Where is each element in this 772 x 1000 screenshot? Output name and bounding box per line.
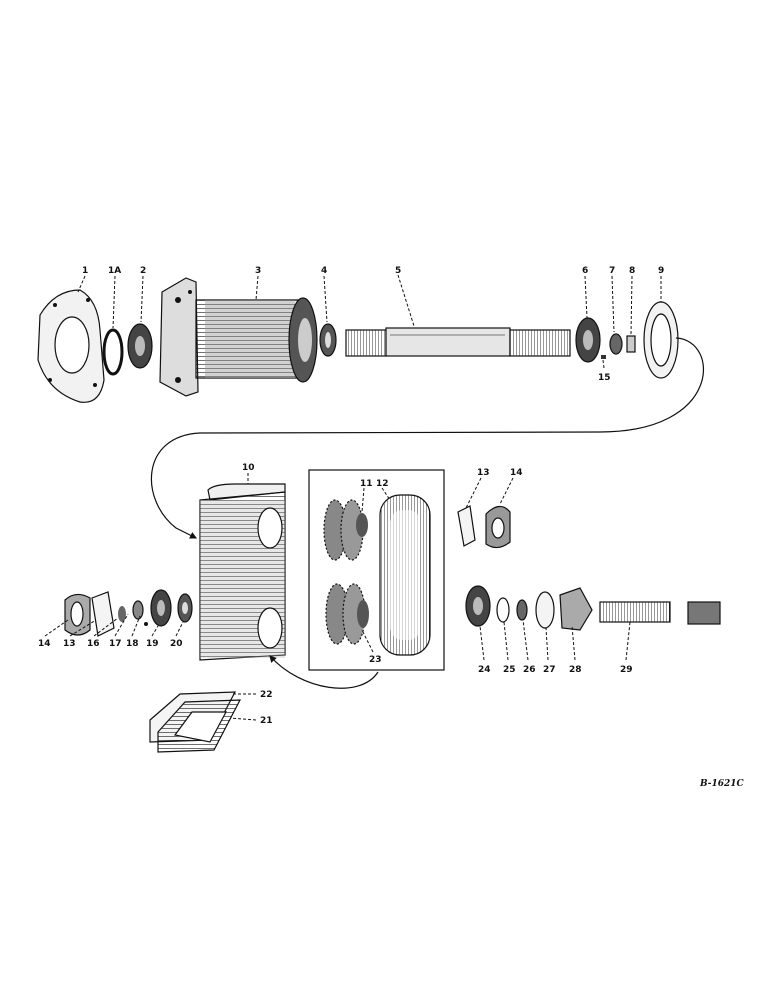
label-28: 28 <box>569 665 582 675</box>
part-21-inspection-cover <box>157 699 242 753</box>
label-1a: 1A <box>108 266 121 276</box>
sprocket-chain-frame <box>308 469 445 671</box>
label-8: 8 <box>629 266 635 276</box>
part-12-roller-chain <box>379 494 431 656</box>
part-26-seal <box>516 599 528 621</box>
label-22: 22 <box>260 690 273 700</box>
assembly-connector-line-2 <box>269 655 379 689</box>
label-27: 27 <box>543 665 556 675</box>
part-10-chain-case <box>199 483 286 661</box>
part-9-gasket <box>643 301 679 379</box>
part-7-nut <box>609 333 623 355</box>
label-24: 24 <box>478 665 491 675</box>
part-4-seal <box>319 323 337 357</box>
part-11-sprocket <box>323 499 368 561</box>
label-10: 10 <box>242 463 255 473</box>
part-1-gasket <box>37 289 105 403</box>
part-16-shim <box>118 606 126 622</box>
part-3-housing <box>159 277 318 397</box>
label-2: 2 <box>140 266 146 276</box>
label-25: 25 <box>503 665 516 675</box>
label-1: 1 <box>82 266 88 276</box>
label-29: 29 <box>620 665 633 675</box>
part-14-retainer-upper <box>485 505 511 549</box>
part-23-sprocket <box>325 583 369 645</box>
label-13-lower: 13 <box>63 639 76 649</box>
label-21: 21 <box>260 716 273 726</box>
part-24-bearing <box>465 585 491 627</box>
callout-leaders <box>44 274 662 721</box>
part-5-shaft <box>345 327 571 357</box>
part-19-bearing <box>150 589 172 627</box>
part-20-seal <box>177 593 193 623</box>
part-6-bearing <box>575 317 601 363</box>
label-5: 5 <box>395 266 401 276</box>
label-20: 20 <box>170 639 183 649</box>
label-7: 7 <box>609 266 615 276</box>
label-18: 18 <box>126 639 139 649</box>
callout-labels: 1 1A 2 3 4 5 6 7 8 9 15 10 11 12 13 14 2… <box>38 266 745 789</box>
label-16: 16 <box>87 639 100 649</box>
label-6: 6 <box>582 266 588 276</box>
part-13-gasket-upper <box>457 505 476 547</box>
label-13-upper: 13 <box>477 468 490 478</box>
part-1a-snap-ring <box>102 328 124 376</box>
label-12: 12 <box>376 479 389 489</box>
label-14-upper: 14 <box>510 468 523 478</box>
part-2-bearing <box>127 323 153 369</box>
label-26: 26 <box>523 665 536 675</box>
label-15: 15 <box>598 373 611 383</box>
label-14-lower: 14 <box>38 639 51 649</box>
label-4: 4 <box>321 266 327 276</box>
part-18-washer <box>132 600 144 620</box>
label-9: 9 <box>658 266 664 276</box>
part-29-output-shaft <box>599 601 721 625</box>
part-17-pin <box>144 622 148 626</box>
part-15-key <box>601 355 606 359</box>
part-25-washer <box>496 597 510 623</box>
part-13-gasket-lower <box>91 591 115 637</box>
drawing-code: B-1621C <box>699 779 745 789</box>
label-23: 23 <box>369 655 382 665</box>
label-17: 17 <box>109 639 122 649</box>
part-27-gasket <box>535 591 555 629</box>
label-11: 11 <box>360 479 373 489</box>
part-28-retainer <box>559 587 593 631</box>
assembly-connector-line <box>150 337 704 539</box>
label-3: 3 <box>255 266 261 276</box>
label-19: 19 <box>146 639 159 649</box>
part-14-retainer-lower <box>64 593 91 636</box>
part-8-lock-washer <box>626 335 636 353</box>
